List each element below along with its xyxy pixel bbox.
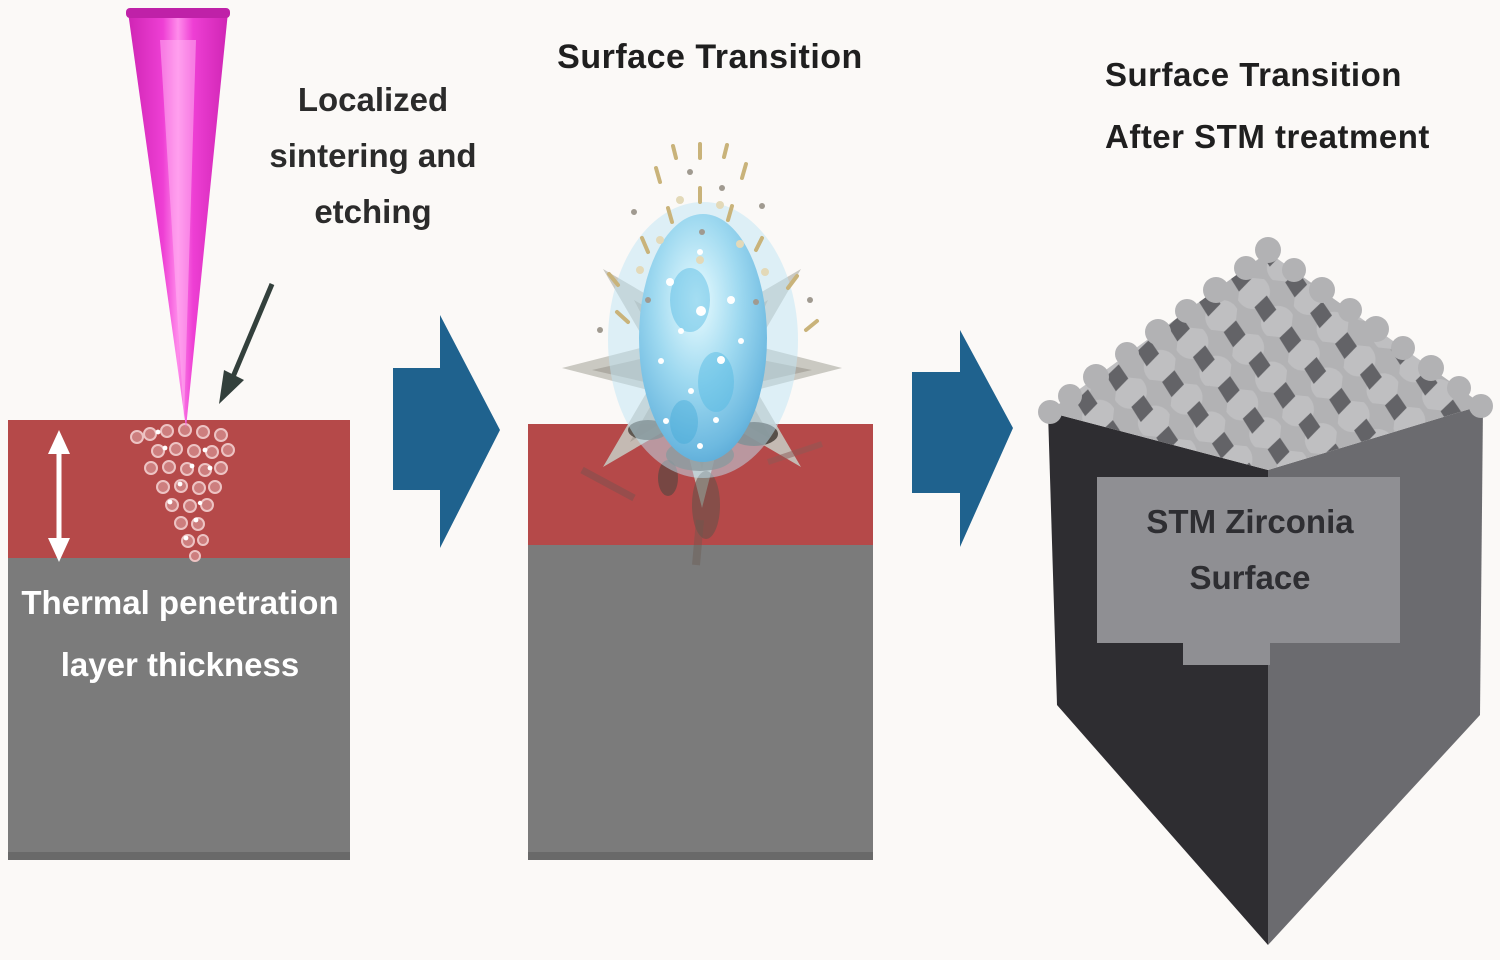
left-block-bulk-layer [8,558,350,860]
laser-annotation-line1: Localized [297,81,449,118]
right-panel-title: Surface Transition After STM treatment [1105,44,1500,168]
cube-label-panel [1097,477,1400,643]
right-panel-title-line2: After STM treatment [1105,118,1430,155]
right-panel-title-line1: Surface Transition [1105,56,1402,93]
laser-annotation: Localized sintering and etching [253,72,493,240]
stm-zirconia-label-line1: STM Zirconia [1146,503,1354,540]
thermal-label-line1: Thermal penetration [21,584,339,621]
laser-annotation-line3: etching [314,193,432,230]
left-block-bottom-edge [8,852,350,860]
cube-label-panel-step [1183,643,1270,665]
flow-arrow-1-icon [393,315,500,548]
spark-dots-cream [636,196,769,276]
plasma-sparks [607,142,819,332]
cube-edge-bumps [1038,237,1493,424]
stm-zirconia-label: STM Zirconia Surface [1100,494,1400,606]
plasma-burst [562,142,842,566]
flow-arrow-2-icon [912,330,1013,547]
particle-highlights [155,429,213,541]
middle-panel-title: Surface Transition [557,38,863,76]
stm-zirconia-label-line2: Surface [1189,559,1311,596]
stm-cube [1038,237,1493,945]
thermal-penetration-label: Thermal penetration layer thickness [18,572,342,696]
plasma-sparkles [658,249,744,449]
laser-beam-icon [126,8,230,428]
middle-block-bulk-layer [528,545,873,860]
sintered-particles [130,423,235,562]
thickness-arrow-icon [48,430,70,562]
spark-dots-gray [597,169,813,333]
thermal-label-line2: layer thickness [60,646,300,683]
annotation-arrow-icon [219,283,275,404]
laser-annotation-line2: sintering and [269,137,477,174]
cube-top-face [1048,252,1483,470]
middle-block-bottom-edge [528,852,873,860]
